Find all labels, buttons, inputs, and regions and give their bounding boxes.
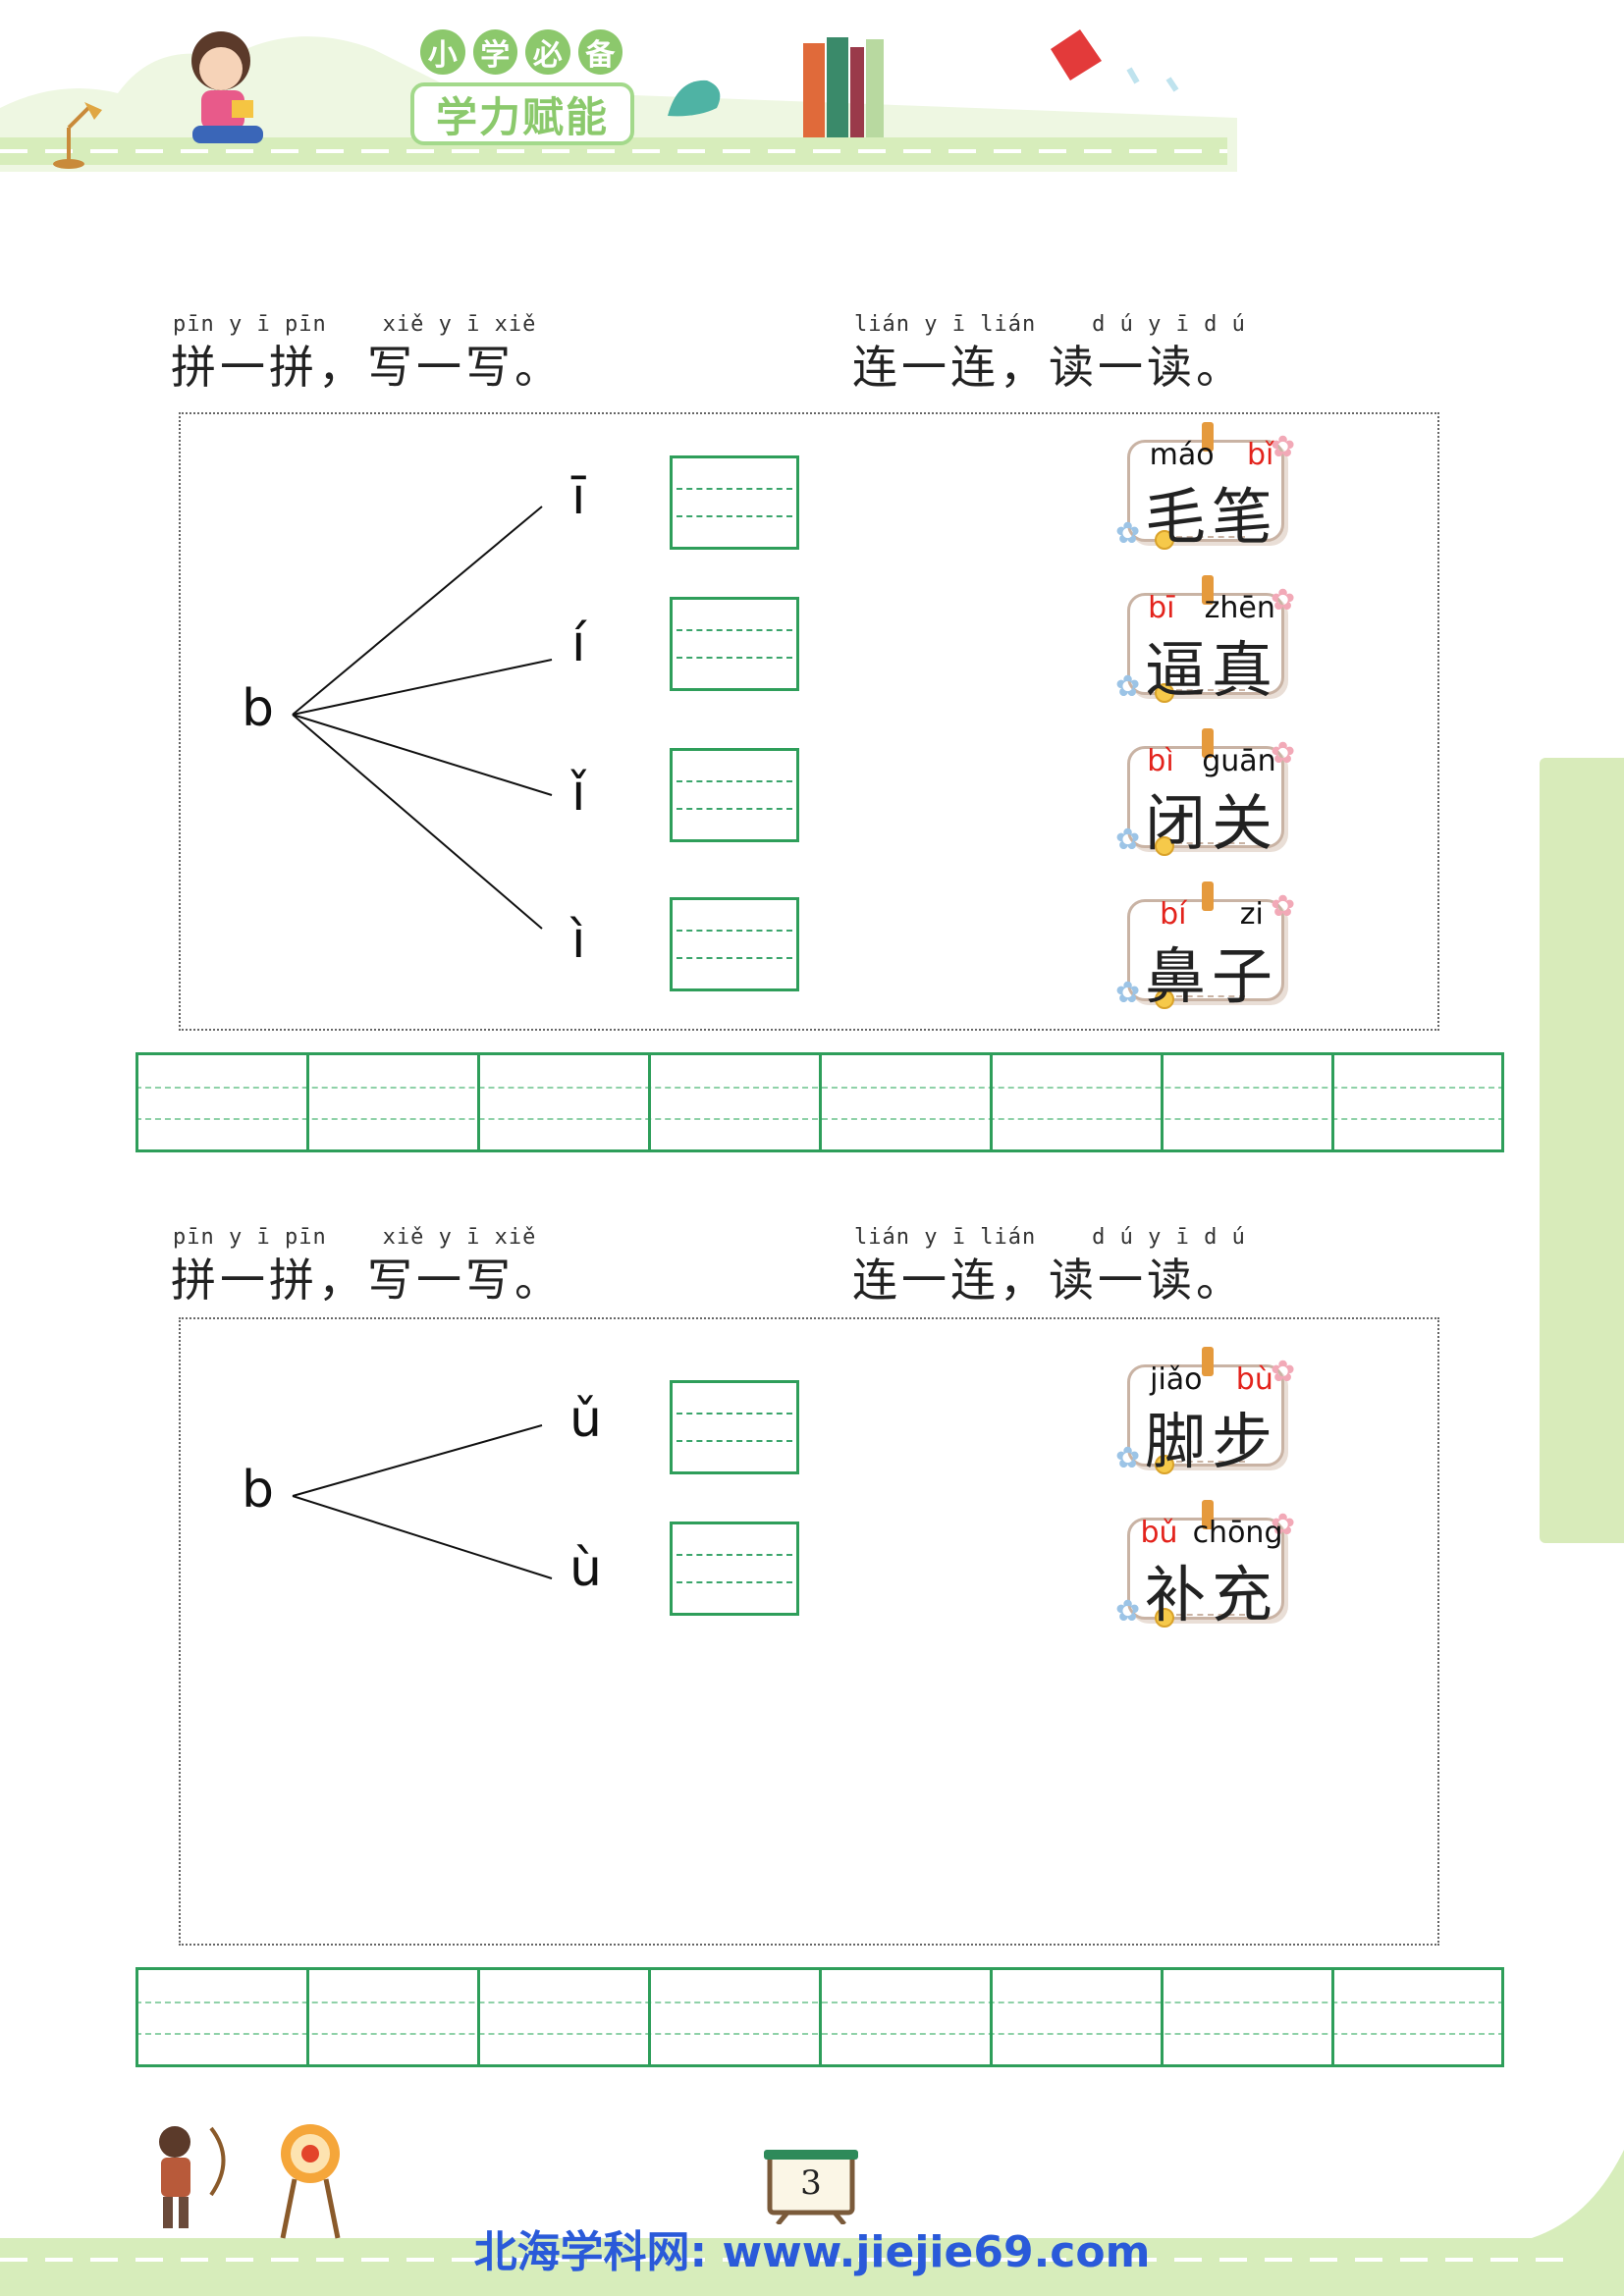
- section2-answer-box-1[interactable]: [670, 1380, 799, 1474]
- blue-star-icon: ✿: [1115, 516, 1141, 551]
- section1-right-pinyin: lián y ī lián d ú y ī d ú: [854, 312, 1246, 337]
- section2-initial: b: [242, 1461, 275, 1520]
- card-pinyin-1: máo: [1149, 438, 1215, 472]
- header-badge-top: 小学必备: [420, 29, 626, 80]
- section2-left-pinyin: pīn y ī pīn xiě y ī xiě: [173, 1225, 537, 1250]
- section2-connector-lines: [292, 1424, 553, 1579]
- yellow-dot-icon: [1155, 989, 1174, 1009]
- blue-star-icon: ✿: [1115, 1594, 1141, 1629]
- section2-left-title: 拼一拼，写一写。: [171, 1254, 564, 1307]
- section2-answer-box-2[interactable]: [670, 1522, 799, 1616]
- section1-answer-box-1[interactable]: [670, 455, 799, 550]
- card-pinyin-2: bù: [1235, 1362, 1273, 1397]
- card-hanzi: 鼻子: [1144, 940, 1278, 1012]
- right-side-bar: [1540, 758, 1624, 1543]
- yellow-dot-icon: [1155, 1455, 1174, 1474]
- archer-icon: [159, 2126, 226, 2228]
- card-pinyin-2: zi: [1239, 897, 1264, 932]
- card-hanzi: 脚步: [1144, 1406, 1278, 1477]
- section1-word-card-4[interactable]: ✿ ✿ bí zi 鼻子: [1115, 881, 1295, 1013]
- page-number-board: 3: [764, 2150, 858, 2224]
- pink-star-icon: ✿: [1271, 889, 1296, 924]
- card-pinyin-1: bī: [1148, 591, 1175, 625]
- reading-girl-icon: [191, 31, 263, 143]
- card-pinyin-2: guān: [1202, 744, 1276, 778]
- badge-char-4: 备: [577, 29, 623, 75]
- yellow-dot-icon: [1155, 530, 1174, 550]
- section2-right-pinyin: lián y ī lián d ú y ī d ú: [854, 1225, 1246, 1250]
- target-icon: [280, 2124, 341, 2239]
- footer-site-text[interactable]: 北海学科网: www.jiejie69.com: [473, 2227, 1151, 2277]
- section1-right-title: 连一连，读一读。: [852, 341, 1245, 394]
- card-pinyin-2: chōng: [1192, 1516, 1283, 1550]
- badge-char-3: 必: [525, 29, 570, 75]
- card-pinyin-1: bí: [1160, 897, 1187, 932]
- lamp-icon: [53, 102, 102, 169]
- section1-final-4: ì: [571, 911, 586, 970]
- card-hanzi: 闭关: [1144, 787, 1278, 859]
- section1-answer-box-2[interactable]: [670, 597, 799, 691]
- footer-decoration: [0, 2124, 1624, 2296]
- section2-exercise-box: [179, 1317, 1439, 1946]
- card-pinyin-2: zhēn: [1204, 591, 1275, 625]
- section2-right-title: 连一连，读一读。: [852, 1254, 1245, 1307]
- blue-star-icon: ✿: [1115, 1441, 1141, 1475]
- pink-star-icon: ✿: [1271, 430, 1296, 464]
- section1-left-pinyin: pīn y ī pīn xiě y ī xiě: [173, 312, 537, 337]
- blue-star-icon: ✿: [1115, 669, 1141, 704]
- blue-star-icon: ✿: [1115, 976, 1141, 1010]
- badge-char-1: 小: [420, 29, 465, 75]
- card-pinyin-2: bǐ: [1246, 438, 1274, 472]
- yellow-dot-icon: [1155, 683, 1174, 703]
- books-icon: [803, 37, 884, 137]
- card-pinyin-1: jiǎo: [1150, 1362, 1203, 1397]
- pink-star-icon: ✿: [1271, 1355, 1296, 1389]
- section1-connector-lines: [292, 506, 553, 930]
- card-hanzi: 逼真: [1144, 634, 1278, 706]
- pink-star-icon: ✿: [1271, 583, 1296, 617]
- badge-top-text: 小学必备: [420, 29, 626, 75]
- pink-star-icon: ✿: [1271, 736, 1296, 771]
- section2-writing-grid[interactable]: [135, 1967, 1504, 2067]
- card-pinyin-1: bǔ: [1140, 1516, 1178, 1550]
- card-pinyin-1: bì: [1147, 744, 1174, 778]
- yellow-dot-icon: [1155, 1608, 1174, 1628]
- section1-final-3: ǐ: [571, 764, 586, 823]
- section1-exercise-box: [179, 412, 1439, 1031]
- blue-star-icon: ✿: [1115, 823, 1141, 857]
- section1-final-2: í: [571, 614, 586, 673]
- card-hanzi: 补充: [1144, 1559, 1278, 1630]
- page-number: 3: [800, 2163, 822, 2203]
- section2-final-2: ù: [569, 1539, 602, 1598]
- section1-answer-box-4[interactable]: [670, 897, 799, 991]
- section1-answer-box-3[interactable]: [670, 748, 799, 842]
- section2-final-1: ǔ: [569, 1390, 602, 1449]
- section1-writing-grid[interactable]: [135, 1052, 1504, 1152]
- yellow-dot-icon: [1155, 836, 1174, 856]
- pink-star-icon: ✿: [1271, 1508, 1296, 1542]
- section1-final-1: ī: [571, 467, 586, 526]
- card-hanzi: 毛笔: [1144, 481, 1278, 553]
- section1-left-title: 拼一拼，写一写。: [171, 341, 564, 394]
- badge-char-2: 学: [472, 29, 517, 75]
- header-badge-bottom: 学力赋能: [410, 82, 634, 145]
- section1-initial: b: [242, 679, 275, 738]
